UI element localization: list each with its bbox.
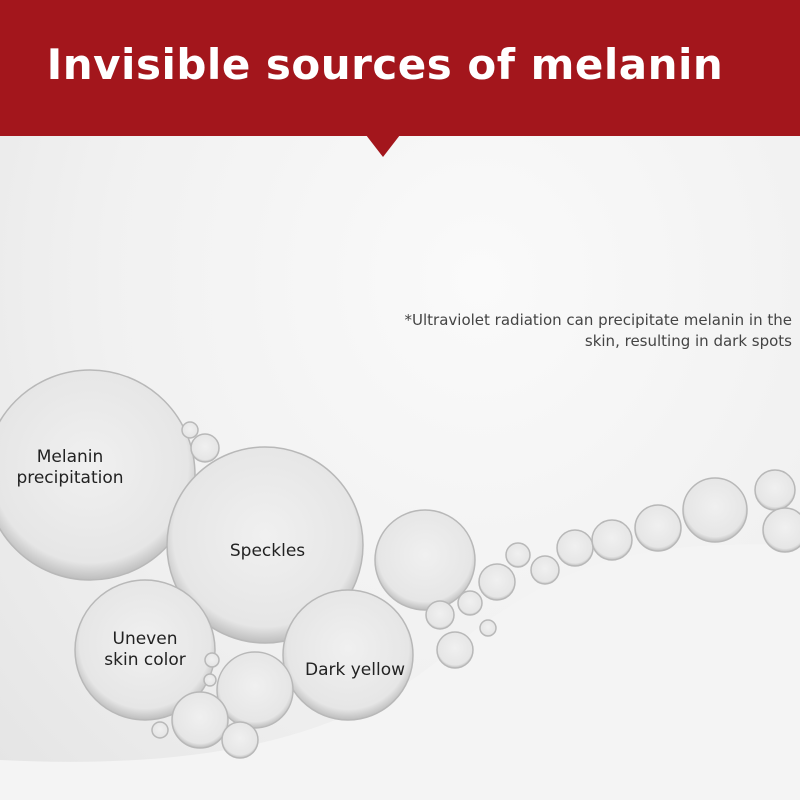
label-melanin-precipitation: Melanin precipitation xyxy=(16,447,124,488)
wave-shape xyxy=(0,544,800,800)
label-speckles: Speckles xyxy=(229,541,306,561)
label-uneven-skin-color: Uneven skin color xyxy=(104,629,186,670)
label-dark-yellow: Dark yellow xyxy=(304,660,406,680)
header-pointer xyxy=(366,135,400,157)
page-title: Invisible sources of melanin xyxy=(46,40,724,89)
bubble-uneven xyxy=(74,579,216,721)
bubble-speckles xyxy=(166,446,364,644)
bubble-dark-yellow xyxy=(282,589,414,721)
bubble-melanin xyxy=(0,369,196,581)
header-banner: Invisible sources of melanin xyxy=(0,0,800,136)
uv-note: *Ultraviolet radiation can precipitate m… xyxy=(404,311,792,350)
